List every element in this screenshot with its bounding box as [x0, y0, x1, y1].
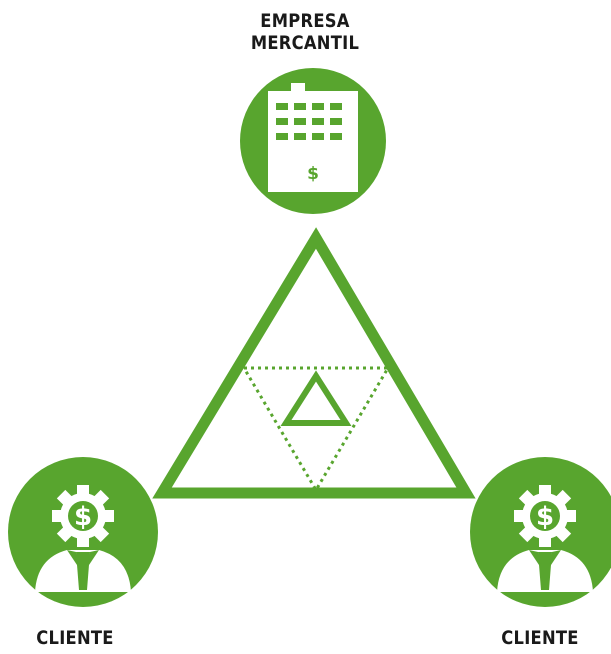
label-client-left: CLIENTE: [36, 627, 114, 649]
client-left-dollar-sign: $: [74, 502, 92, 532]
client-right-dollar-sign: $: [536, 502, 554, 532]
inner-small-triangle: [280, 370, 352, 426]
main-triangle: [152, 227, 476, 499]
client-gear-dollar-icon: $: [8, 457, 158, 607]
company-building-dollar-icon: $: [240, 68, 386, 214]
building-dollar-sign: $: [307, 164, 319, 184]
label-company: EMPRESA MERCANTIL: [250, 10, 360, 54]
label-client-right: CLIENTE: [501, 627, 579, 649]
dotted-inverted-triangle: [241, 366, 391, 493]
client-gear-dollar-icon: $: [470, 457, 611, 607]
